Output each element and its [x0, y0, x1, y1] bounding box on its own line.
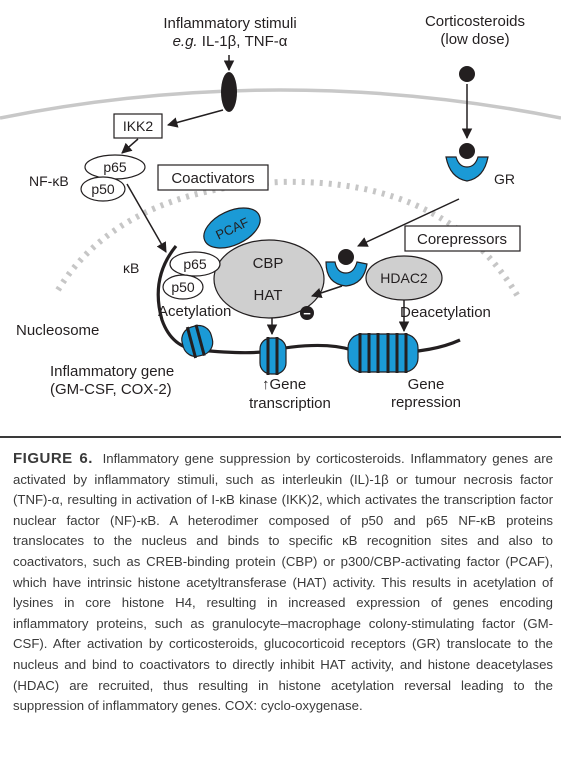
inflammatory-gene-suppression-diagram: Inflammatory stimuli e.g. IL-1β, TNF-α I…	[0, 13, 561, 412]
corepressors-label: Corepressors	[417, 231, 507, 248]
cbp-protein	[213, 239, 325, 319]
cortico-dose: (low dose)	[440, 31, 509, 48]
cyto-p50-label: p50	[91, 181, 115, 197]
corticosteroid-molecule	[459, 66, 475, 82]
inflam-gene-label-2: (GM-CSF, COX-2)	[50, 381, 172, 398]
nuclear-p65	[169, 251, 221, 277]
cell-membrane	[0, 88, 561, 120]
figure-label: FIGURE 6.	[13, 450, 93, 467]
receptor-to-ikk2-arrow	[166, 109, 224, 128]
coactivators-label: Coactivators	[171, 170, 254, 187]
corepressors-box	[404, 225, 521, 252]
gene-repression-label-1: Gene	[408, 376, 445, 393]
nfkb-label: NF-κB	[29, 173, 69, 189]
hat-label: HAT	[254, 287, 283, 304]
stimuli-examples: e.g. IL-1β, TNF-α	[173, 33, 288, 50]
gene-transcription-label-1: ↑Gene	[262, 376, 306, 393]
gr-inhibit-arrow	[311, 285, 343, 298]
inhibit-symbol-label: −	[303, 306, 311, 321]
figure-caption-text: Inflammatory gene suppression by cortico…	[13, 451, 553, 714]
nucleosome-left	[181, 324, 214, 359]
gene-repression-label-2: repression	[391, 394, 461, 411]
ikk2-label: IKK2	[123, 118, 154, 134]
cyto-p50	[80, 176, 126, 202]
cyto-p65-label: p65	[103, 159, 127, 175]
nuclear-gr-steroid	[338, 249, 354, 265]
kb-label: κB	[123, 260, 139, 276]
nuclear-p50-label: p50	[171, 279, 195, 295]
cbp-label: CBP	[253, 255, 284, 272]
stimuli-title: Inflammatory stimuli	[163, 15, 296, 32]
ikk2-to-nfkb-arrow	[121, 138, 139, 154]
gr-receptor	[445, 156, 489, 182]
receptor	[221, 72, 237, 112]
coactivators-box	[157, 164, 269, 191]
pcaf-protein	[203, 207, 261, 249]
inflam-gene-label-1: Inflammatory gene	[50, 363, 174, 380]
inhibit-symbol	[300, 306, 314, 320]
nuclear-p50	[162, 274, 204, 300]
gr-label: GR	[494, 171, 515, 187]
nucleosome-label: Nucleosome	[16, 322, 99, 339]
nucleosome-middle	[259, 337, 287, 375]
deacetylation-label: Deacetylation	[400, 304, 491, 321]
hdac2-label: HDAC2	[380, 270, 428, 286]
caption-divider	[0, 436, 561, 438]
nucleosome-right	[347, 333, 419, 373]
cortico-title: Corticosteroids	[425, 13, 525, 30]
figure-caption: FIGURE 6. Inflammatory gene suppression …	[13, 449, 553, 717]
acetylation-label: Acetylation	[158, 303, 231, 320]
ikk2-box	[113, 113, 163, 139]
nuclear-gr	[325, 261, 368, 287]
nfkb-translocation-arrow	[126, 183, 167, 253]
gr-bound-steroid	[459, 143, 475, 159]
nuclear-p65-label: p65	[183, 256, 207, 272]
gene-transcription-label-2: transcription	[249, 395, 331, 412]
gr-translocation-arrow	[357, 198, 460, 247]
